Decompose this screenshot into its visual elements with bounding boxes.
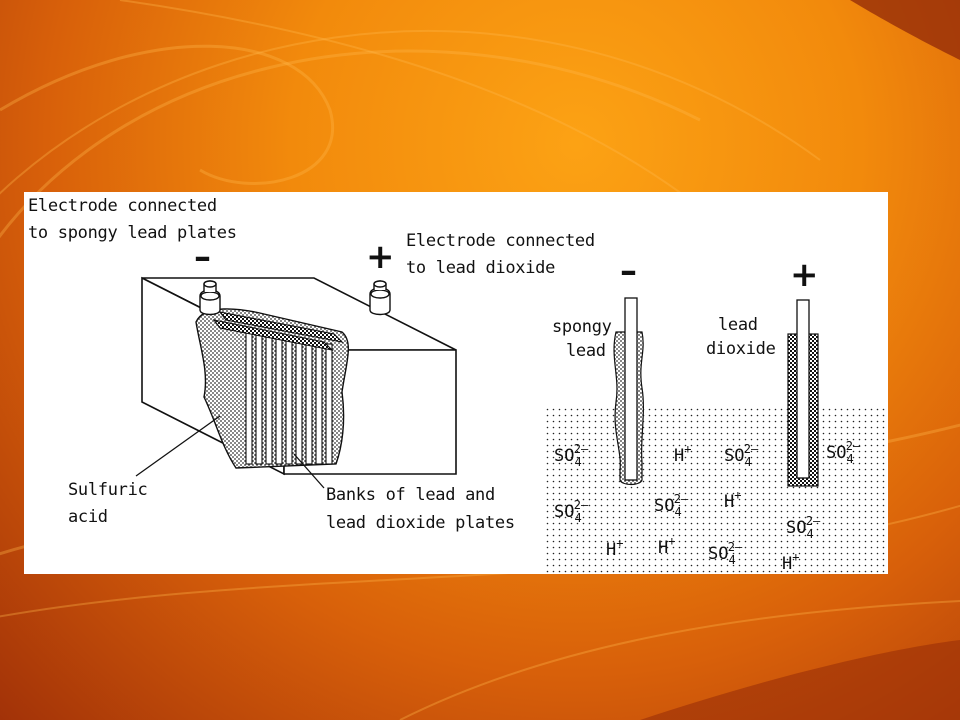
plates-label-line-2: lead dioxide plates (326, 513, 515, 533)
sulfate-ion: SO42– (708, 540, 743, 567)
negative-terminal-post (199, 280, 221, 316)
hydrogen-ion: H+ (724, 488, 742, 512)
spongy-lead-label-line-2: lead (566, 341, 606, 361)
sulfate-ion: SO42– (826, 439, 861, 466)
plate-bank (195, 308, 349, 469)
battery-negative-sign: – (194, 237, 211, 277)
positive-electrode-label-line-2: to lead dioxide (406, 258, 556, 278)
spongy-lead-electrode (613, 297, 644, 486)
sulfate-ion: SO42– (554, 442, 589, 469)
sulfate-ion: SO42– (786, 514, 821, 541)
sulfate-ion: SO42– (654, 492, 689, 519)
positive-terminal-post (369, 280, 391, 316)
cell-positive-sign: + (790, 255, 819, 295)
hydrogen-ion: H+ (658, 534, 676, 558)
acid-leader-line (135, 415, 221, 477)
hydrogen-ion: H+ (782, 550, 800, 574)
cell-negative-sign: – (620, 251, 637, 291)
sulfuric-acid-label-line-2: acid (68, 507, 108, 527)
plates-leader-line (293, 453, 325, 489)
positive-electrode-label-line-1: Electrode connected (406, 231, 595, 251)
lead-dioxide-electrode (787, 299, 819, 487)
plates-label-line-1: Banks of lead and (326, 485, 495, 505)
negative-electrode-label-line-2: to spongy lead plates (28, 223, 237, 243)
sulfate-ion: SO42– (554, 498, 589, 525)
hydrogen-ion: H+ (606, 536, 624, 560)
electrolyte-solution (546, 408, 888, 574)
spongy-lead-label-line-1: spongy (552, 317, 612, 337)
sulfate-ion: SO42– (724, 442, 759, 469)
sulfuric-acid-label-line-1: Sulfuric (68, 480, 148, 500)
negative-electrode-label-line-1: Electrode connected (28, 196, 217, 216)
battery-diagram-drawing (135, 276, 888, 574)
lead-dioxide-label-line-2: dioxide (706, 339, 776, 359)
battery-diagram-panel: Electrode connected to spongy lead plate… (24, 192, 888, 574)
hydrogen-ion: H+ (674, 442, 692, 466)
battery-positive-sign: + (366, 237, 395, 277)
lead-dioxide-label-line-1: lead (718, 315, 758, 335)
